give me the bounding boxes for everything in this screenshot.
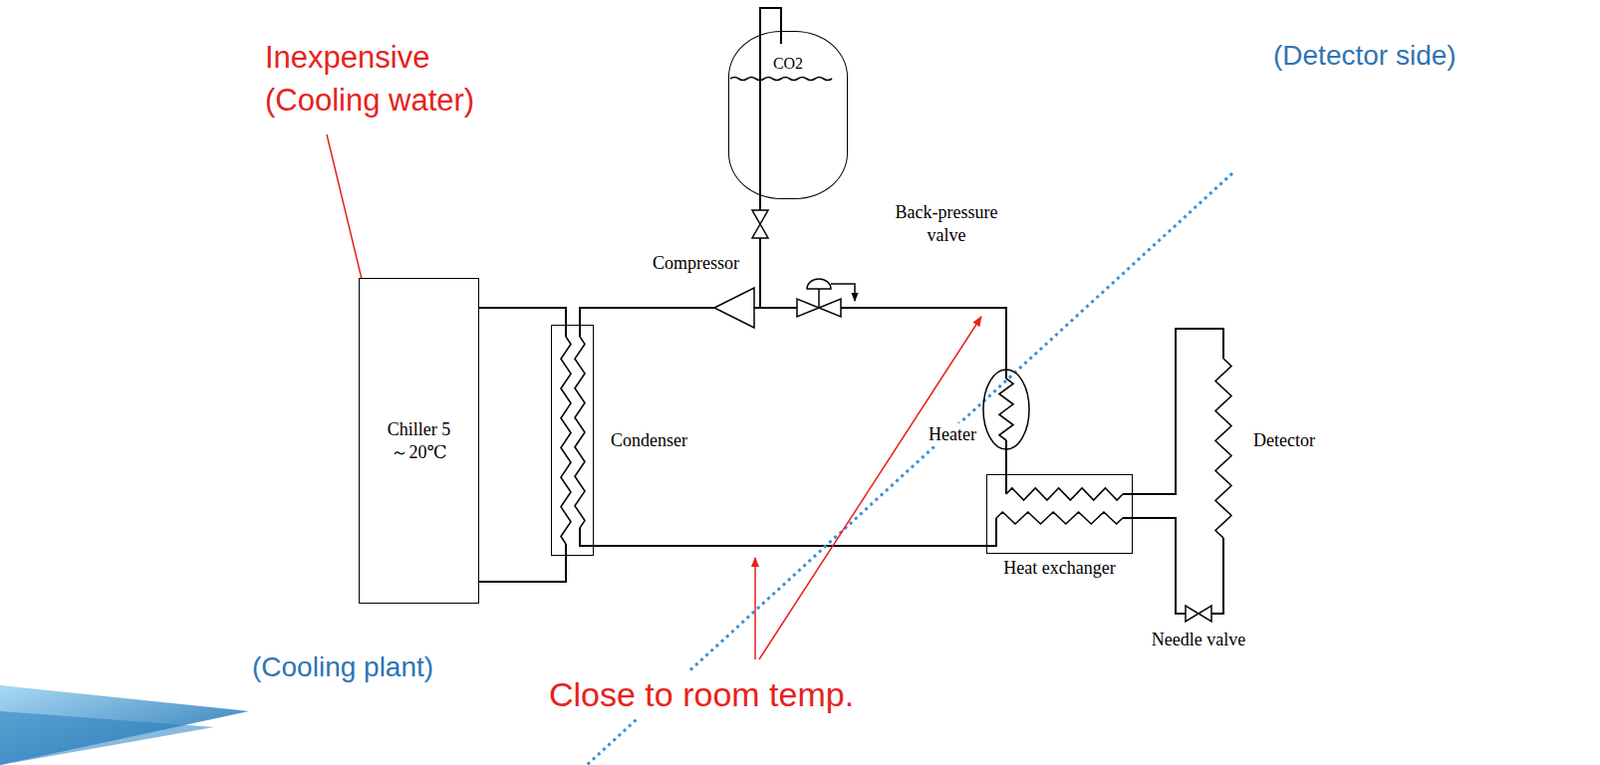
node-label: CO2 [729, 53, 847, 74]
chiller-box: Chiller 5～20℃ [358, 277, 480, 604]
part-name: Back-pressure valve [876, 201, 1017, 249]
condenser-box: Condenser [550, 324, 594, 556]
callout-arrow [759, 316, 982, 660]
part-name: Compressor [652, 251, 740, 276]
heater-ellipse: Heater [982, 368, 1031, 451]
needle-valve-symbol [1185, 605, 1199, 622]
node-label: Heat exchanger [1003, 556, 1115, 580]
heater-outline [982, 368, 1031, 451]
co2-tank: CO2 [728, 30, 848, 200]
co2-supply-pipe [760, 7, 782, 308]
corner-decoration [0, 685, 250, 765]
leader-line [326, 134, 362, 279]
back-pressure-valve-symbol [818, 298, 841, 317]
corner-decoration [0, 711, 215, 765]
condenser-coil [574, 336, 585, 529]
part-name: Detector [1253, 428, 1316, 454]
valve-symbol [752, 210, 769, 225]
exchanger-coil [1006, 474, 1133, 495]
pipe-connector [593, 544, 987, 547]
heater-coil [999, 378, 1014, 441]
callout-arrow [754, 557, 757, 660]
exchanger-coil [1006, 488, 1123, 501]
liquid-level [730, 77, 832, 81]
pipe-connector [479, 555, 566, 582]
valve-stem [817, 288, 820, 308]
pipe-connector [479, 307, 566, 325]
back-pressure-valve-symbol [797, 298, 819, 317]
condenser-coil [560, 336, 571, 544]
part-name: Needle valve [1143, 627, 1254, 653]
region-label: (Cooling plant) [252, 647, 434, 687]
pipe-connector [579, 307, 1007, 369]
detector-pipe [1132, 328, 1224, 495]
needle-valve-symbol [1198, 605, 1212, 622]
node-label: Heater [926, 423, 979, 447]
heat-exchanger-box: Heat exchanger [986, 474, 1133, 554]
node-label: Condenser [610, 429, 688, 453]
callout-note: Close to room temp. [545, 671, 857, 720]
detector-pipe [1211, 537, 1224, 614]
valve-actuator [806, 278, 831, 289]
pipe-connector [1005, 450, 1008, 475]
compressor-symbol [714, 287, 755, 328]
pressure-sense-line [830, 283, 855, 301]
region-label: (Detector side) [1273, 35, 1457, 75]
callout-note: Inexpensive (Cooling water) [265, 35, 515, 123]
valve-symbol [752, 224, 769, 239]
node-label: Chiller 5～20℃ [379, 418, 460, 464]
exchanger-coil [986, 518, 1133, 546]
exchanger-coil [996, 512, 1123, 525]
return-pipe [1132, 518, 1186, 614]
heater-outline [983, 369, 1030, 450]
detector-coil [1215, 358, 1232, 538]
